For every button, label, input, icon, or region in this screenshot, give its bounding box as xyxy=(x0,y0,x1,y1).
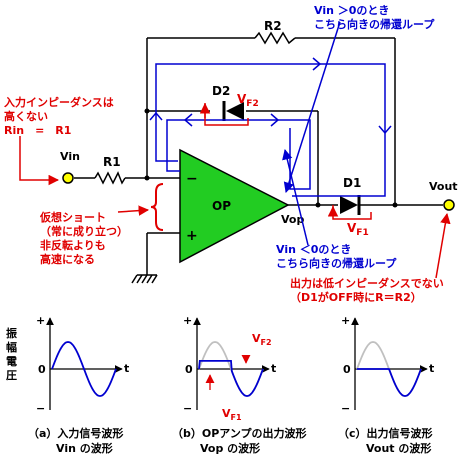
svg-text:入力インピーダンスは: 入力インピーダンスは xyxy=(4,95,114,109)
d2-diode: D2 xyxy=(212,84,244,121)
svg-text:Vout の波形: Vout の波形 xyxy=(366,441,431,455)
svg-text:電: 電 xyxy=(6,355,17,368)
amplitude-axis-label: 振 幅 電 圧 xyxy=(6,326,17,382)
r1-label: R1 xyxy=(103,155,121,169)
vout-terminal xyxy=(443,199,455,211)
vin-terminal xyxy=(62,172,74,184)
svg-text:こちら向きの帰還ループ: こちら向きの帰還ループ xyxy=(276,256,397,270)
svg-text:−: − xyxy=(183,402,192,415)
graph-c-vout: + 0 − t （c）出力信号波形 Vout の波形 xyxy=(338,314,434,455)
vout-label: Vout xyxy=(429,180,458,193)
svg-text:非反転よりも: 非反転よりも xyxy=(40,238,106,252)
svg-text:Vin の波形: Vin の波形 xyxy=(56,441,113,455)
svg-text:高速になる: 高速になる xyxy=(40,252,95,266)
ground-symbol xyxy=(131,274,158,284)
r1-resistor: R1 xyxy=(94,155,126,185)
vin-positive-pointer xyxy=(283,21,341,194)
svg-text:t: t xyxy=(124,362,129,375)
r2-label: R2 xyxy=(264,19,282,33)
r2-resistor: R2 xyxy=(254,19,296,45)
virtual-short-bracket xyxy=(150,183,164,231)
svg-text:幅: 幅 xyxy=(6,340,17,354)
svg-text:0: 0 xyxy=(38,363,46,376)
vout-waveform xyxy=(357,368,422,397)
svg-text:振: 振 xyxy=(6,326,17,340)
svg-text:仮想ショート: 仮想ショート xyxy=(39,210,106,224)
circuit-wires xyxy=(74,37,443,275)
svg-text:Vin ＜0のとき: Vin ＜0のとき xyxy=(276,243,351,256)
svg-text:出力は低インピーダンスでない: 出力は低インピーダンスでない xyxy=(290,276,444,290)
svg-text:+: + xyxy=(36,314,45,327)
d1-label: D1 xyxy=(343,176,361,190)
svg-text:0: 0 xyxy=(343,363,351,376)
svg-text:（a）入力信号波形: （a）入力信号波形 xyxy=(28,426,123,440)
note-output-impedance: 出力は低インピーダンスでない （D1がOFF時にR＝R2） xyxy=(290,212,451,304)
opamp-minus-sign: − xyxy=(186,171,198,187)
opamp: − + OP xyxy=(179,148,290,264)
svg-text:高くない: 高くない xyxy=(4,109,48,123)
vf1-annotation: VF1 xyxy=(327,205,372,238)
opamp-plus-sign: + xyxy=(186,228,198,244)
svg-text:Vin ＞0のとき: Vin ＞0のとき xyxy=(314,4,389,17)
d1-diode: D1 xyxy=(340,176,361,215)
svg-text:t: t xyxy=(429,362,434,375)
svg-text:Vop の波形: Vop の波形 xyxy=(200,441,260,455)
note-input-impedance: 入力インピーダンスは 高くない Rin = R1 xyxy=(4,95,114,186)
vf1-label-graph: VF1 xyxy=(222,407,242,422)
svg-text:こちら向きの帰還ループ: こちら向きの帰還ループ xyxy=(314,17,435,31)
feedback-loop-vin-positive xyxy=(149,57,392,197)
opamp-label: OP xyxy=(212,199,231,213)
note-virtual-short: 仮想ショート （常に成り立つ） 非反転よりも 高速になる xyxy=(39,205,150,266)
svg-text:0: 0 xyxy=(185,363,193,376)
svg-text:圧: 圧 xyxy=(6,369,17,382)
note-vin-negative: Vin ＜0のとき こちら向きの帰還ループ xyxy=(276,243,397,270)
d2-label: D2 xyxy=(212,84,230,98)
svg-text:+: + xyxy=(183,314,192,327)
graph-b-vop: + 0 − t VF1 VF2 （b）OPアンプの出力波形 Vop の波形 xyxy=(172,314,307,455)
vop-label: Vop xyxy=(281,213,304,226)
svg-text:−: − xyxy=(341,402,350,415)
svg-text:−: − xyxy=(36,402,45,415)
svg-text:t: t xyxy=(271,362,276,375)
svg-text:（D1がOFF時にR＝R2）: （D1がOFF時にR＝R2） xyxy=(290,290,422,304)
svg-text:Rin = R1: Rin = R1 xyxy=(4,124,71,137)
vf2-label-graph: VF2 xyxy=(252,332,272,347)
vin-waveform xyxy=(51,341,117,397)
graph-a-input: + 0 − t （a）入力信号波形 Vin の波形 xyxy=(28,314,129,455)
svg-text:（c）出力信号波形: （c）出力信号波形 xyxy=(338,426,433,440)
svg-text:（常に成り立つ）: （常に成り立つ） xyxy=(40,224,128,238)
vf1-label-circuit: VF1 xyxy=(347,221,369,238)
svg-text:+: + xyxy=(341,314,350,327)
vop-waveform xyxy=(198,360,264,397)
junction-dots xyxy=(144,108,398,208)
vin-negative-pointer xyxy=(282,148,309,246)
vin-label: Vin xyxy=(60,150,80,163)
note-vin-positive: Vin ＞0のとき こちら向きの帰還ループ xyxy=(314,4,435,31)
svg-text:（b）OPアンプの出力波形: （b）OPアンプの出力波形 xyxy=(172,426,307,440)
